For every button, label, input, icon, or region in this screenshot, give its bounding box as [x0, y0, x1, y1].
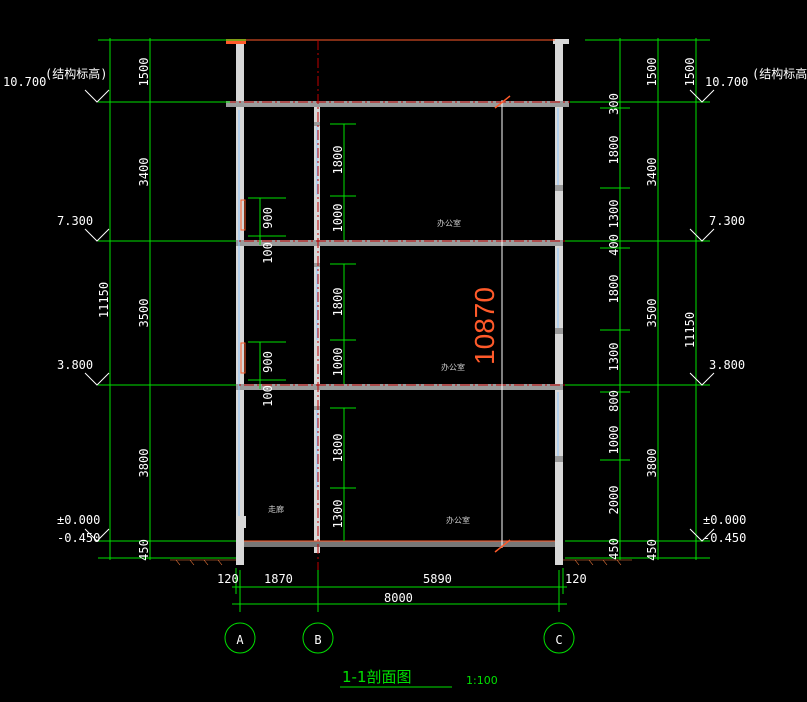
dim-right-parapet-outer: 1500	[683, 58, 697, 87]
roof-slab	[226, 101, 569, 107]
room-label-office1: 办公室	[446, 515, 470, 525]
beam-right-2	[555, 328, 563, 334]
level-floor2-right: 3.800	[709, 358, 745, 372]
ground-slab	[244, 541, 555, 547]
dim-right-inner-7: 1000	[607, 426, 621, 455]
level-roof-left: 10.700	[3, 75, 46, 89]
room-label-office3: 办公室	[437, 218, 461, 228]
dim-right-inner-0: 300	[607, 93, 621, 115]
level-outdoor-left: -0.450	[57, 531, 100, 545]
struct-note-left: (结构标高)	[45, 66, 107, 81]
parapet-left	[226, 39, 246, 44]
dim-left-story3: 3400	[137, 158, 151, 187]
dim-right-inner-1: 1800	[607, 136, 621, 165]
wall-axis-a	[236, 40, 244, 565]
grid-axis-c: C	[555, 633, 562, 647]
dim-center-2: 1800	[331, 288, 345, 317]
plan-dim-1: 1870	[264, 572, 293, 586]
dim-center-3: 1000	[331, 348, 345, 377]
plan-dim-2: 5890	[423, 572, 452, 586]
dim-right-inner-5: 1300	[607, 343, 621, 372]
dim-left-window-3: 100	[261, 385, 275, 407]
dim-right-total: 11150	[683, 312, 697, 348]
level-outdoor-right: -0.450	[703, 531, 746, 545]
drawing-title: 1-1剖面图	[342, 668, 412, 686]
level-ground-right: ±0.000	[703, 513, 746, 527]
floor3-slab	[236, 240, 563, 246]
dim-center-1: 1000	[331, 204, 345, 233]
level-floor3-left: 7.300	[57, 214, 93, 228]
dimension-lines	[98, 38, 710, 688]
level-floor3-right: 7.300	[709, 214, 745, 228]
dim-right-inner-3: 400	[607, 234, 621, 256]
room-label-office2: 办公室	[441, 362, 465, 372]
plan-dim-0: 120	[217, 572, 239, 586]
level-markers	[84, 89, 715, 542]
dim-center-0: 1800	[331, 146, 345, 175]
beam-right-1	[555, 456, 563, 462]
grid-bubbles	[224, 622, 575, 654]
dim-center-4: 1800	[331, 434, 345, 463]
dim-right-inner-4: 1800	[607, 275, 621, 304]
dim-left-base: 450	[137, 539, 151, 561]
dim-right-parapet: 1500	[645, 58, 659, 87]
dim-left-total: 11150	[97, 282, 111, 318]
left-window-frame-2	[240, 342, 246, 374]
overall-height-dim: 10870	[469, 287, 500, 365]
dim-right-story1: 3800	[645, 449, 659, 478]
grid-bubble-b	[302, 622, 334, 654]
left-window-frame-3	[240, 199, 246, 231]
dim-center-5: 1300	[331, 500, 345, 529]
floor2-slab	[236, 384, 563, 390]
drawing-scale: 1:100	[466, 674, 498, 687]
plan-dim-3: 120	[565, 572, 587, 586]
struct-note-right: (结构标高)	[752, 66, 807, 81]
windows	[238, 108, 559, 520]
grid-bubble-a	[224, 622, 256, 654]
dim-right-inner-8: 2000	[607, 486, 621, 515]
dim-right-story2: 3500	[645, 299, 659, 328]
dim-right-inner-9: 450	[607, 538, 621, 560]
dim-left-window-1: 100	[261, 242, 275, 264]
level-roof-right: 10.700	[705, 75, 748, 89]
grid-axis-a: A	[236, 633, 244, 647]
ground-hatch	[170, 559, 632, 566]
dim-left-parapet: 1500	[137, 58, 151, 87]
grid-bubble-c	[543, 622, 575, 654]
dim-right-inner-2: 1300	[607, 200, 621, 229]
plan-dim-total: 8000	[384, 591, 413, 605]
parapet-right	[553, 39, 569, 44]
level-floor2-left: 3.800	[57, 358, 93, 372]
wall-axis-c	[555, 40, 563, 565]
door-frame	[236, 516, 246, 528]
beam-right-3	[555, 185, 563, 191]
dim-right-story3: 3400	[645, 158, 659, 187]
dim-left-window-2: 900	[261, 351, 275, 373]
dim-right-base: 450	[645, 539, 659, 561]
dim-right-inner-6: 800	[607, 390, 621, 412]
dim-left-story1: 3800	[137, 449, 151, 478]
building-structure	[170, 39, 632, 566]
dim-left-story2: 3500	[137, 299, 151, 328]
room-label-corridor: 走廊	[268, 504, 284, 514]
grid-axis-b: B	[314, 633, 321, 647]
level-ground-left: ±0.000	[57, 513, 100, 527]
dim-left-window-0: 900	[261, 207, 275, 229]
